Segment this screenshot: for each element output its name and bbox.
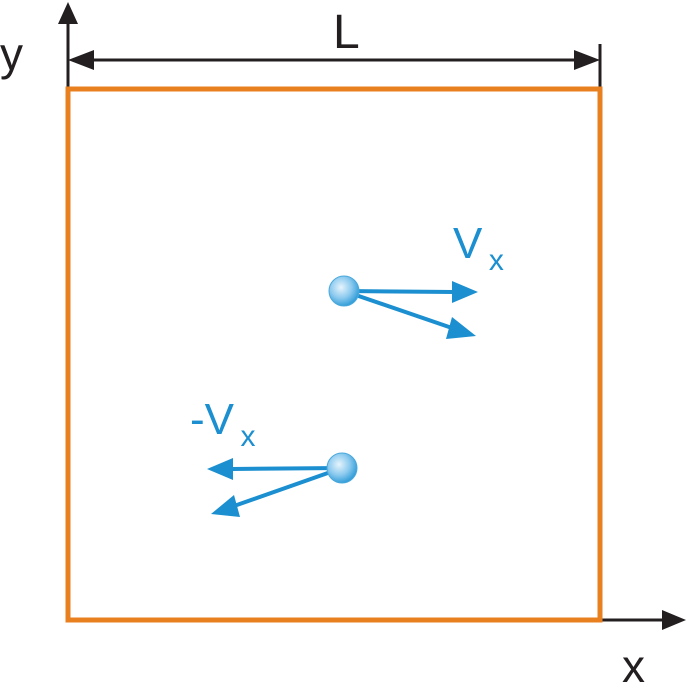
neg-vx-label-main: -V: [190, 395, 235, 444]
neg-vx-label-sub: x: [240, 420, 255, 453]
velocity-upper-arrowhead: [446, 317, 476, 339]
neg-vx-arrowhead: [207, 458, 233, 480]
vx-label-sub: x: [489, 244, 504, 277]
length-arrow-left: [68, 50, 94, 70]
particle-lower: [326, 452, 358, 484]
length-dimension: [68, 44, 602, 88]
velocity-lower-arrowhead: [211, 495, 240, 517]
length-arrow-right: [574, 50, 600, 70]
particle-upper-vectors: [343, 281, 478, 339]
neg-vx-label: -V x: [190, 395, 255, 453]
vx-arrowhead: [452, 281, 478, 303]
container-box: [65, 86, 603, 623]
y-axis-label: y: [0, 28, 23, 80]
vx-label-main: V: [453, 219, 483, 268]
y-axis-arrowhead: [58, 2, 78, 24]
vx-label: V x: [453, 219, 504, 277]
length-label: L: [333, 6, 360, 59]
x-axis-label: x: [622, 640, 645, 685]
particle-lower-vectors: [207, 458, 343, 517]
x-axis-arrowhead: [662, 610, 686, 630]
particle-upper: [328, 275, 360, 307]
